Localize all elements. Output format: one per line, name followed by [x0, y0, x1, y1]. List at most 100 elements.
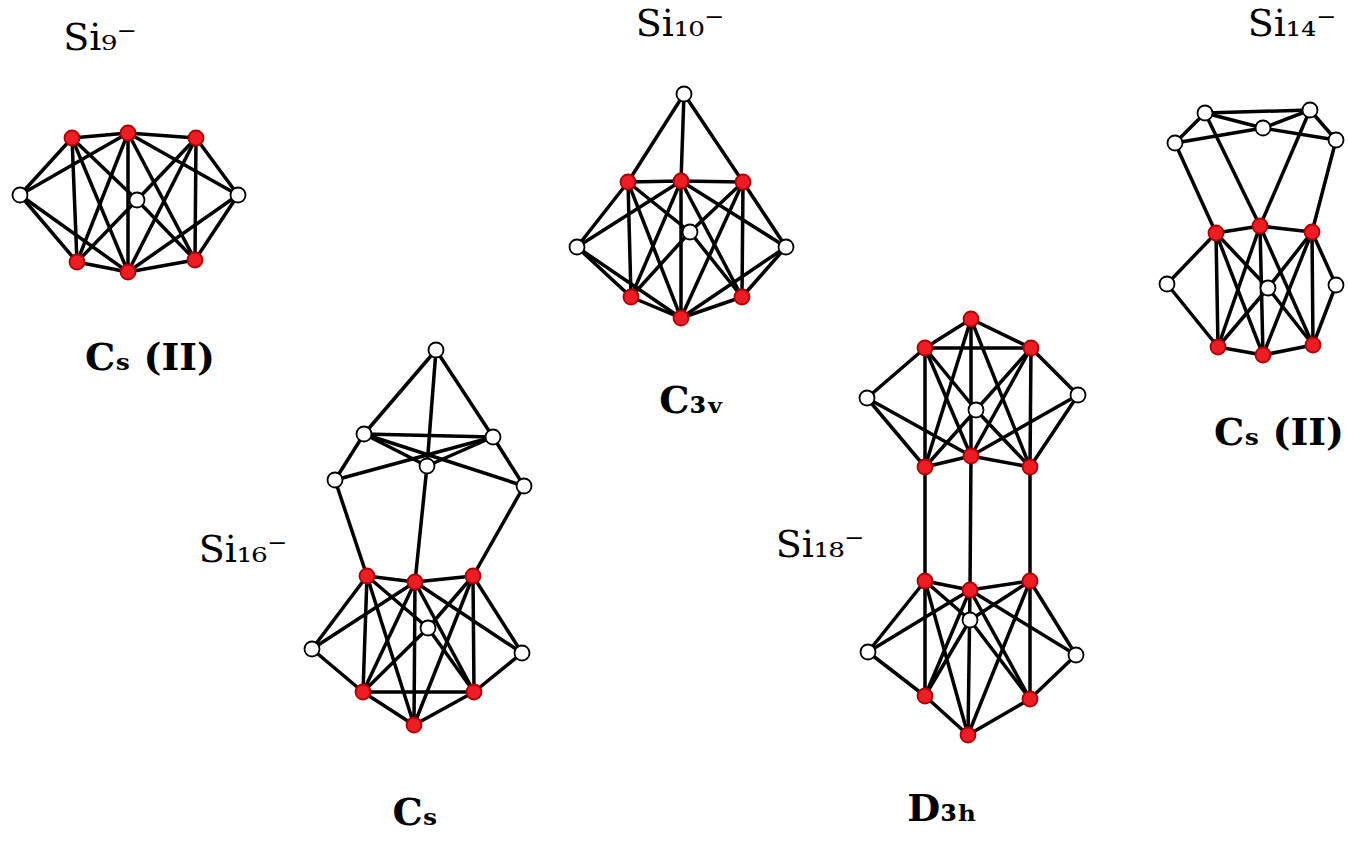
bond-line	[743, 182, 786, 247]
bond-line	[335, 480, 367, 576]
bond-line	[473, 576, 474, 692]
bond-line	[868, 652, 925, 696]
bond-line	[77, 200, 137, 262]
bond-line	[681, 181, 743, 182]
bond-line	[681, 247, 786, 318]
atom	[130, 193, 145, 208]
atom	[1211, 340, 1226, 355]
atom	[1160, 277, 1175, 292]
bond-line	[137, 200, 195, 260]
atom	[683, 225, 698, 240]
atom	[674, 174, 689, 189]
bond-line	[867, 348, 925, 398]
bond-line	[1268, 232, 1312, 288]
atom	[969, 403, 984, 418]
bond-line	[415, 576, 473, 582]
bond-line	[1030, 581, 1076, 655]
atom	[918, 574, 933, 589]
bond-line	[969, 319, 973, 456]
bond-line	[679, 181, 683, 318]
atom	[1198, 106, 1213, 121]
bond-line	[742, 182, 743, 297]
bond-line	[363, 628, 428, 692]
bond-line	[923, 467, 927, 581]
bond-line	[925, 590, 970, 696]
bond-line	[20, 138, 72, 195]
bond-line	[364, 434, 524, 486]
symmetry-label: D₃ₕ	[907, 787, 976, 829]
bond-line	[1030, 395, 1078, 467]
atom	[408, 575, 423, 590]
bond-line	[1312, 140, 1336, 232]
bond-line	[628, 182, 690, 232]
bond-line	[923, 581, 927, 696]
atom	[621, 175, 636, 190]
symmetry-label: C₃ᵥ	[659, 379, 725, 421]
bond-line	[364, 350, 436, 434]
bond-line	[1030, 655, 1076, 699]
bond-line	[1031, 348, 1078, 395]
atom	[1303, 103, 1318, 118]
atom	[963, 613, 978, 628]
atom	[429, 343, 444, 358]
cluster-formula: Si₁₀⁻	[636, 3, 725, 45]
atom	[356, 685, 371, 700]
bond-line	[493, 437, 524, 486]
bond-line	[1205, 113, 1263, 128]
bond-line	[414, 576, 473, 725]
atom	[918, 341, 933, 356]
atom	[70, 255, 85, 270]
bond-line	[195, 195, 238, 260]
atom	[486, 430, 501, 445]
bond-line	[867, 398, 971, 456]
si10-cluster	[570, 87, 794, 326]
bond-line	[1030, 348, 1031, 467]
bond-line	[474, 653, 522, 692]
atom	[964, 312, 979, 327]
si14-cluster	[1160, 103, 1344, 363]
bond-line	[628, 94, 684, 182]
bond-line	[312, 576, 367, 649]
bond-line	[312, 582, 415, 649]
bond-line	[970, 620, 1030, 699]
bond-line	[473, 486, 524, 576]
bond-line	[1260, 226, 1313, 345]
bond-line	[925, 346, 1031, 350]
atom	[65, 131, 80, 146]
bond-line	[128, 133, 195, 260]
atom	[466, 569, 481, 584]
atom	[1329, 278, 1344, 293]
atom	[1023, 574, 1038, 589]
atom	[963, 583, 978, 598]
atom	[860, 391, 875, 406]
atom	[1069, 648, 1084, 663]
bond-line	[684, 94, 743, 182]
atom	[305, 642, 320, 657]
bond-line	[681, 94, 684, 181]
bond-line	[436, 350, 493, 437]
atom	[189, 131, 204, 146]
bond-line	[971, 319, 1030, 467]
atom	[1024, 341, 1039, 356]
bond-line	[1028, 581, 1032, 699]
bond-line	[363, 576, 367, 692]
bond-line	[867, 398, 925, 467]
atom	[357, 427, 372, 442]
bond-line	[414, 692, 474, 725]
atom	[677, 87, 692, 102]
bond-line	[128, 138, 196, 272]
bond-line	[1312, 232, 1313, 345]
atom	[360, 569, 375, 584]
bond-line	[1205, 110, 1310, 113]
atom	[1329, 133, 1344, 148]
symmetry-label: Cₛ	[392, 791, 437, 833]
atom	[1168, 136, 1183, 151]
bond-line	[970, 590, 1076, 655]
bond-line	[428, 576, 473, 628]
bond-line	[1216, 233, 1268, 288]
atom	[1253, 219, 1268, 234]
cluster-formula: Si₁₆⁻	[199, 529, 288, 571]
atom	[1209, 226, 1224, 241]
atom	[1256, 121, 1271, 136]
atom	[1071, 388, 1086, 403]
